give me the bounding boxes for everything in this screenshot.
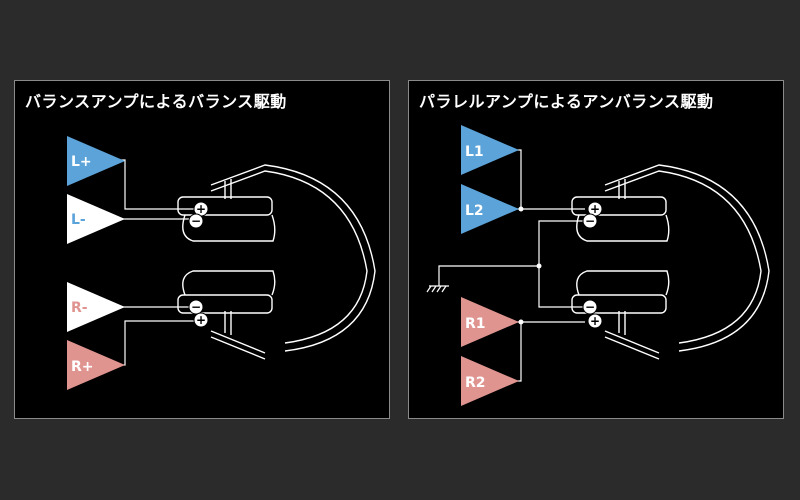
ear-cup-bottom [177,294,273,314]
amp-triangle [67,194,125,244]
wires [107,159,195,366]
ear-cup-top [571,196,667,216]
unbalanced-drive-diagram: L1 L2 R1 R2 [426,125,770,406]
junction-dot [518,206,524,212]
amp-triangle [67,136,125,186]
amp-label-l-plus: L+ [71,154,92,170]
terminals-bottom: − + [582,299,603,329]
amp-label-r-minus: R- [71,300,88,316]
svg-text:+: + [590,202,600,216]
minus-terminal-icon [582,299,598,315]
wire-r-plus [107,320,195,366]
panel-title-balanced: バランスアンプによるバランス駆動 [25,92,287,111]
amp-r2: R2 [461,356,519,406]
amp-label-r-plus: R+ [71,359,94,375]
wire-ground-bottom [538,266,585,308]
amp-label-r1: R1 [465,316,486,332]
junction-dots [518,206,542,325]
amp-l1: L1 [461,125,519,175]
amp-r-minus: R- [67,282,125,332]
wire-r2 [501,322,522,382]
terminals-bottom: − + [188,299,209,328]
balanced-drive-diagram: L+ L- R- R+ [67,136,376,390]
amp-triangle [461,297,519,347]
amp-triangle [461,356,519,406]
svg-text:+: + [590,314,600,328]
plus-terminal-icon [587,313,603,329]
parallel-unbalanced-panel: L1 L2 R1 R2 [408,80,784,419]
svg-text:−: − [585,214,595,228]
amp-triangle [67,340,125,390]
svg-text:+: + [196,202,206,216]
headband [210,164,376,352]
svg-text:−: − [585,300,595,314]
headphones-icon [571,164,770,360]
terminals-top: + − [582,201,603,229]
headphones-icon [177,164,376,360]
amp-triangle [461,125,519,175]
junction-dot [536,263,542,269]
amp-label-r2: R2 [465,375,486,391]
amp-r-plus: R+ [67,340,125,390]
ear-cup-top [177,196,273,216]
amp-label-l1: L1 [465,144,484,160]
wire-l1 [501,149,522,209]
panel-title-parallel: パラレルアンプによるアンバランス駆動 [419,92,714,111]
amp-label-l-minus: L- [71,212,86,228]
amp-label-l2: L2 [465,203,484,219]
svg-text:−: − [191,214,201,228]
minus-terminal-icon [582,213,598,229]
amp-l-plus: L+ [67,136,125,186]
wire-ground-top [438,220,585,286]
amp-triangle [461,184,519,234]
wires [426,149,585,382]
amp-triangle [67,282,125,332]
svg-text:−: − [191,300,201,314]
ear-cup-bottom [571,294,667,314]
headband [604,164,770,352]
balanced-drive-panel: L+ L- R- R+ [14,80,390,419]
amp-r1: R1 [461,297,519,347]
terminals-top: + − [188,201,209,229]
junction-dot [518,319,524,325]
svg-text:+: + [196,313,206,327]
amp-l-minus: L- [67,194,125,244]
minus-terminal-icon [188,213,204,229]
minus-terminal-icon [188,299,204,315]
plus-terminal-icon [193,312,209,328]
amp-l2: L2 [461,184,519,234]
wire-l-plus [107,159,195,210]
